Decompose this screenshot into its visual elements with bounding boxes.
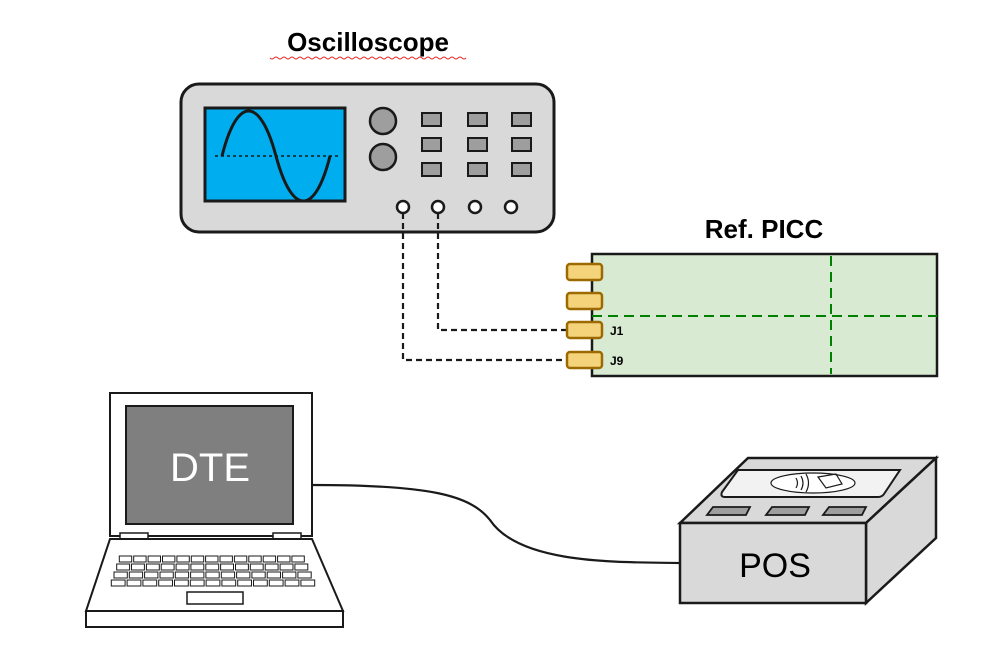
- contactless-card-icon: [816, 473, 843, 489]
- keyboard-key[interactable]: [277, 555, 291, 563]
- keyboard-key[interactable]: [236, 571, 251, 579]
- keyboard-key[interactable]: [147, 555, 162, 563]
- keyboard-key[interactable]: [264, 563, 279, 571]
- pos-terminal: POS: [676, 455, 940, 606]
- keyboard-key[interactable]: [118, 555, 133, 563]
- keyboard-key[interactable]: [300, 579, 316, 587]
- keyboard-key[interactable]: [126, 579, 142, 587]
- keyboard-key[interactable]: [284, 579, 300, 587]
- keyboard-key[interactable]: [220, 571, 236, 579]
- keyboard-key[interactable]: [266, 571, 282, 579]
- pin-label-j1: J1: [610, 324, 624, 338]
- scope-button[interactable]: [511, 112, 532, 127]
- ref-picc-title: Ref. PICC: [705, 214, 824, 244]
- keyboard-key[interactable]: [268, 579, 284, 587]
- keyboard-key[interactable]: [190, 563, 205, 571]
- probe-cable-j9: [401, 213, 567, 362]
- sine-wave-icon: [220, 109, 332, 203]
- knob-bottom[interactable]: [368, 142, 398, 172]
- scope-button[interactable]: [511, 162, 532, 177]
- keyboard-key[interactable]: [144, 571, 159, 579]
- contactless-waves-icon: [795, 473, 810, 493]
- keyboard-key[interactable]: [190, 571, 205, 579]
- scope-button[interactable]: [511, 137, 532, 152]
- knob-top[interactable]: [368, 106, 398, 136]
- pos-front: [678, 521, 868, 605]
- scope-button[interactable]: [467, 112, 488, 127]
- oscilloscope: [179, 82, 556, 234]
- laptop-screen: [125, 405, 294, 525]
- keyboard-key[interactable]: [190, 555, 205, 563]
- keyboard-key[interactable]: [221, 579, 237, 587]
- keyboard-key[interactable]: [113, 571, 128, 579]
- keyboard-key[interactable]: [175, 563, 190, 571]
- keyboard-key[interactable]: [205, 555, 219, 563]
- keyboard-key[interactable]: [116, 563, 131, 571]
- ref-picc-board: J1 J9: [565, 252, 939, 378]
- picc-connector[interactable]: [565, 291, 604, 311]
- keyboard-key[interactable]: [279, 563, 294, 571]
- keyboard-key[interactable]: [174, 579, 189, 587]
- pin-label-j9: J9: [610, 354, 624, 368]
- keyboard-key[interactable]: [251, 571, 266, 579]
- keyboard-key[interactable]: [233, 555, 248, 563]
- keyboard-key[interactable]: [249, 563, 264, 571]
- keyboard-key[interactable]: [133, 555, 147, 563]
- scope-button[interactable]: [421, 137, 442, 152]
- keyboard-key[interactable]: [291, 555, 305, 563]
- contactless-symbol-icon: [770, 472, 856, 494]
- laptop-keyboard[interactable]: [110, 555, 316, 587]
- keyboard-key[interactable]: [110, 579, 126, 587]
- keyboard-key[interactable]: [262, 555, 277, 563]
- probe-cable-j1: [436, 213, 567, 332]
- keyboard-key[interactable]: [282, 571, 297, 579]
- keyboard-key[interactable]: [205, 579, 221, 587]
- oscilloscope-title: Oscilloscope: [287, 27, 449, 57]
- pos-key[interactable]: [764, 506, 811, 516]
- keyboard-key[interactable]: [128, 571, 144, 579]
- dte-pos-cable: [311, 483, 681, 565]
- spellcheck-underline: [269, 56, 467, 60]
- pos-key[interactable]: [821, 506, 868, 516]
- keyboard-key[interactable]: [248, 555, 262, 563]
- keyboard-key[interactable]: [145, 563, 160, 571]
- dte-laptop: DTE: [84, 392, 345, 628]
- keyboard-key[interactable]: [220, 563, 235, 571]
- probe-input-2[interactable]: [430, 199, 446, 215]
- keyboard-key[interactable]: [159, 571, 174, 579]
- scope-button[interactable]: [421, 112, 442, 127]
- keyboard-key[interactable]: [160, 563, 175, 571]
- probe-input-3[interactable]: [467, 199, 483, 215]
- keyboard-key[interactable]: [142, 579, 158, 587]
- keyboard-key[interactable]: [176, 555, 190, 563]
- laptop-front-edge: [85, 610, 344, 628]
- dte-label: DTE: [170, 446, 250, 490]
- pos-label: POS: [739, 547, 811, 585]
- picc-connector-j9[interactable]: [565, 350, 604, 370]
- picc-connector[interactable]: [565, 262, 604, 282]
- keyboard-key[interactable]: [205, 571, 220, 579]
- keyboard-key[interactable]: [297, 571, 312, 579]
- keyboard-key[interactable]: [131, 563, 145, 571]
- laptop-touchpad[interactable]: [186, 591, 244, 605]
- scope-button[interactable]: [467, 162, 488, 177]
- scope-button[interactable]: [467, 137, 488, 152]
- keyboard-key[interactable]: [237, 579, 252, 587]
- keyboard-key[interactable]: [174, 571, 190, 579]
- keyboard-key[interactable]: [205, 563, 220, 571]
- keyboard-key[interactable]: [162, 555, 176, 563]
- picc-connector-j1[interactable]: [565, 320, 604, 340]
- keyboard-key[interactable]: [189, 579, 205, 587]
- scope-button[interactable]: [421, 162, 442, 177]
- probe-input-4[interactable]: [503, 199, 519, 215]
- keyboard-key[interactable]: [253, 579, 268, 587]
- keyboard-key[interactable]: [294, 563, 309, 571]
- keyboard-key[interactable]: [235, 563, 249, 571]
- pos-key[interactable]: [705, 506, 752, 516]
- probe-input-1[interactable]: [395, 199, 411, 215]
- keyboard-key[interactable]: [158, 579, 173, 587]
- keyboard-key[interactable]: [219, 555, 233, 563]
